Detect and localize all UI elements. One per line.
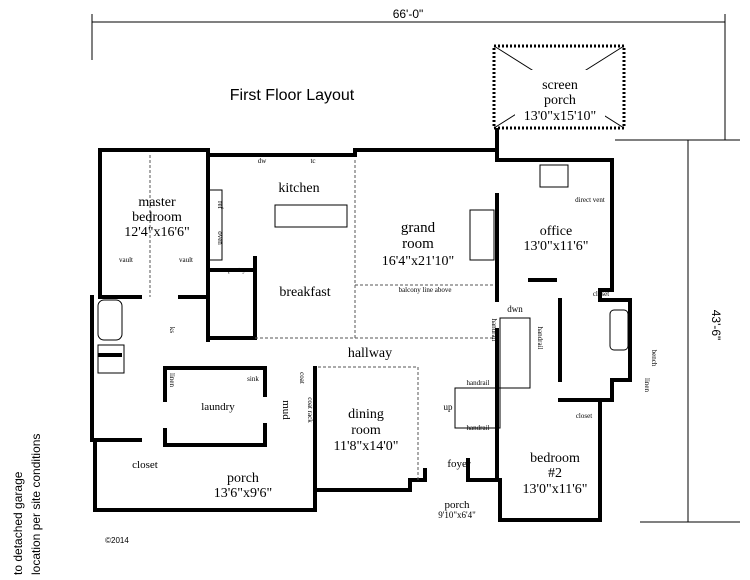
rooms-screen-porch-name2-label: porch <box>544 93 576 108</box>
bathtub <box>97 299 123 341</box>
fixtures-direct-vent-label: direct vent <box>575 196 605 204</box>
fixtures-dw-label: dw <box>258 157 268 165</box>
fixtures-coat-label: coat <box>298 372 306 384</box>
fixtures-handrail-2-label: handrail <box>536 327 544 350</box>
ref-oven-cabinet <box>207 189 223 261</box>
fixtures-handrail-4-label: handrail <box>467 424 490 432</box>
fixtures-linen-master-label: linen <box>168 373 176 387</box>
fixture-labels: dw tc ref oven vault vault ks linen sink… <box>119 157 658 432</box>
rooms-office-name-label: office <box>540 224 572 239</box>
rooms-breakfast-name-label: breakfast <box>279 285 330 300</box>
fixtures-vault-left-label: vault <box>119 256 133 264</box>
fixtures-ks-label: ks <box>168 327 176 334</box>
depth-dimension: 43'-6" <box>615 139 740 523</box>
fixtures-balcony-label: balcony line above <box>399 286 452 294</box>
width-dimension: 66'-0" <box>91 7 726 140</box>
stairs <box>454 317 531 429</box>
fixtures-bench-label: bench <box>650 350 658 367</box>
fixtures-coat-rack-label: coat rack <box>306 397 314 423</box>
rooms-rear-porch-name-label: porch <box>227 471 259 486</box>
rooms-hallway-name-label: hallway <box>348 346 392 361</box>
fixtures-linen-bath-label: linen <box>643 378 651 392</box>
rooms-office-size-label: 13'0"x11'6" <box>524 239 589 254</box>
rooms-pantry-name-label: pantry <box>228 266 246 274</box>
bath2-tub <box>609 309 629 351</box>
fixtures-bedroom-closet-label: closet <box>576 412 592 420</box>
fireplace <box>469 209 495 261</box>
walls <box>90 128 632 522</box>
rooms-screen-porch-size-label: 13'0"x15'10" <box>524 109 596 124</box>
rooms-mud-name-label: mud <box>280 400 292 420</box>
rooms-master-bedroom-name1-label: master <box>138 195 176 210</box>
office-fireplace <box>539 164 569 188</box>
rooms-front-porch-size-label: 9'10"x6'4" <box>438 510 476 520</box>
copyright: ©2014 <box>105 536 129 545</box>
shower <box>97 344 125 374</box>
rooms-foyer-name-label: foyer <box>447 458 471 470</box>
depth-label: 43'-6" <box>709 310 723 341</box>
fixtures-handrail-3-label: handrail <box>467 379 490 387</box>
rooms-dining-room-name2-label: room <box>351 423 381 438</box>
rooms-bedroom2-name1-label: bedroom <box>530 451 580 466</box>
room-labels: master bedroom 12'4"x16'6" kitchen grand… <box>124 181 588 520</box>
rooms-grand-room-name2-label: room <box>402 236 434 252</box>
site-note-line1: to detached garage <box>11 471 25 575</box>
rooms-screen-porch-name1-label: screen <box>542 78 578 93</box>
fixtures-sink-label: sink <box>247 375 259 383</box>
rooms-master-closet-name-label: closet <box>132 459 158 471</box>
page-title: First Floor Layout <box>230 87 355 104</box>
fixtures-tc-label: tc <box>310 157 315 165</box>
fixtures-office-closet-label: closet <box>593 290 609 298</box>
site-note-line2: location per site conditions <box>29 434 43 575</box>
screen-porch: screen porch 13'0"x15'10" <box>492 44 626 130</box>
rooms-rear-porch-size-label: 13'6"x9'6" <box>214 486 272 501</box>
fixtures-vault-right-label: vault <box>179 256 193 264</box>
dashed-lines <box>149 155 495 480</box>
fixtures-oven-label: oven <box>216 231 224 245</box>
width-label: 66'-0" <box>393 7 424 21</box>
kitchen-island <box>274 204 348 228</box>
rooms-bedroom2-name2-label: #2 <box>548 466 562 481</box>
rooms-kitchen-name-label: kitchen <box>278 181 319 196</box>
rooms-grand-room-size-label: 16'4"x21'10" <box>382 254 454 269</box>
rooms-master-bedroom-size-label: 12'4"x16'6" <box>124 225 189 240</box>
rooms-grand-room-name1-label: grand <box>401 220 436 236</box>
rooms-front-porch-name-label: porch <box>444 499 470 511</box>
fixtures-ref-label: ref <box>216 201 224 209</box>
rooms-master-bedroom-name2-label: bedroom <box>132 210 182 225</box>
rooms-dining-room-size-label: 11'8"x14'0" <box>334 439 399 454</box>
fixtures-up-label: up <box>444 402 454 412</box>
fixtures <box>97 164 629 429</box>
rooms-dining-room-name1-label: dining <box>348 407 384 422</box>
rooms-laundry-name-label: laundry <box>201 401 235 413</box>
fixtures-dwn-label: dwn <box>507 304 523 314</box>
fixtures-handrail-1-label: handrail <box>490 319 498 342</box>
rooms-bedroom2-size-label: 13'0"x11'6" <box>523 482 588 497</box>
